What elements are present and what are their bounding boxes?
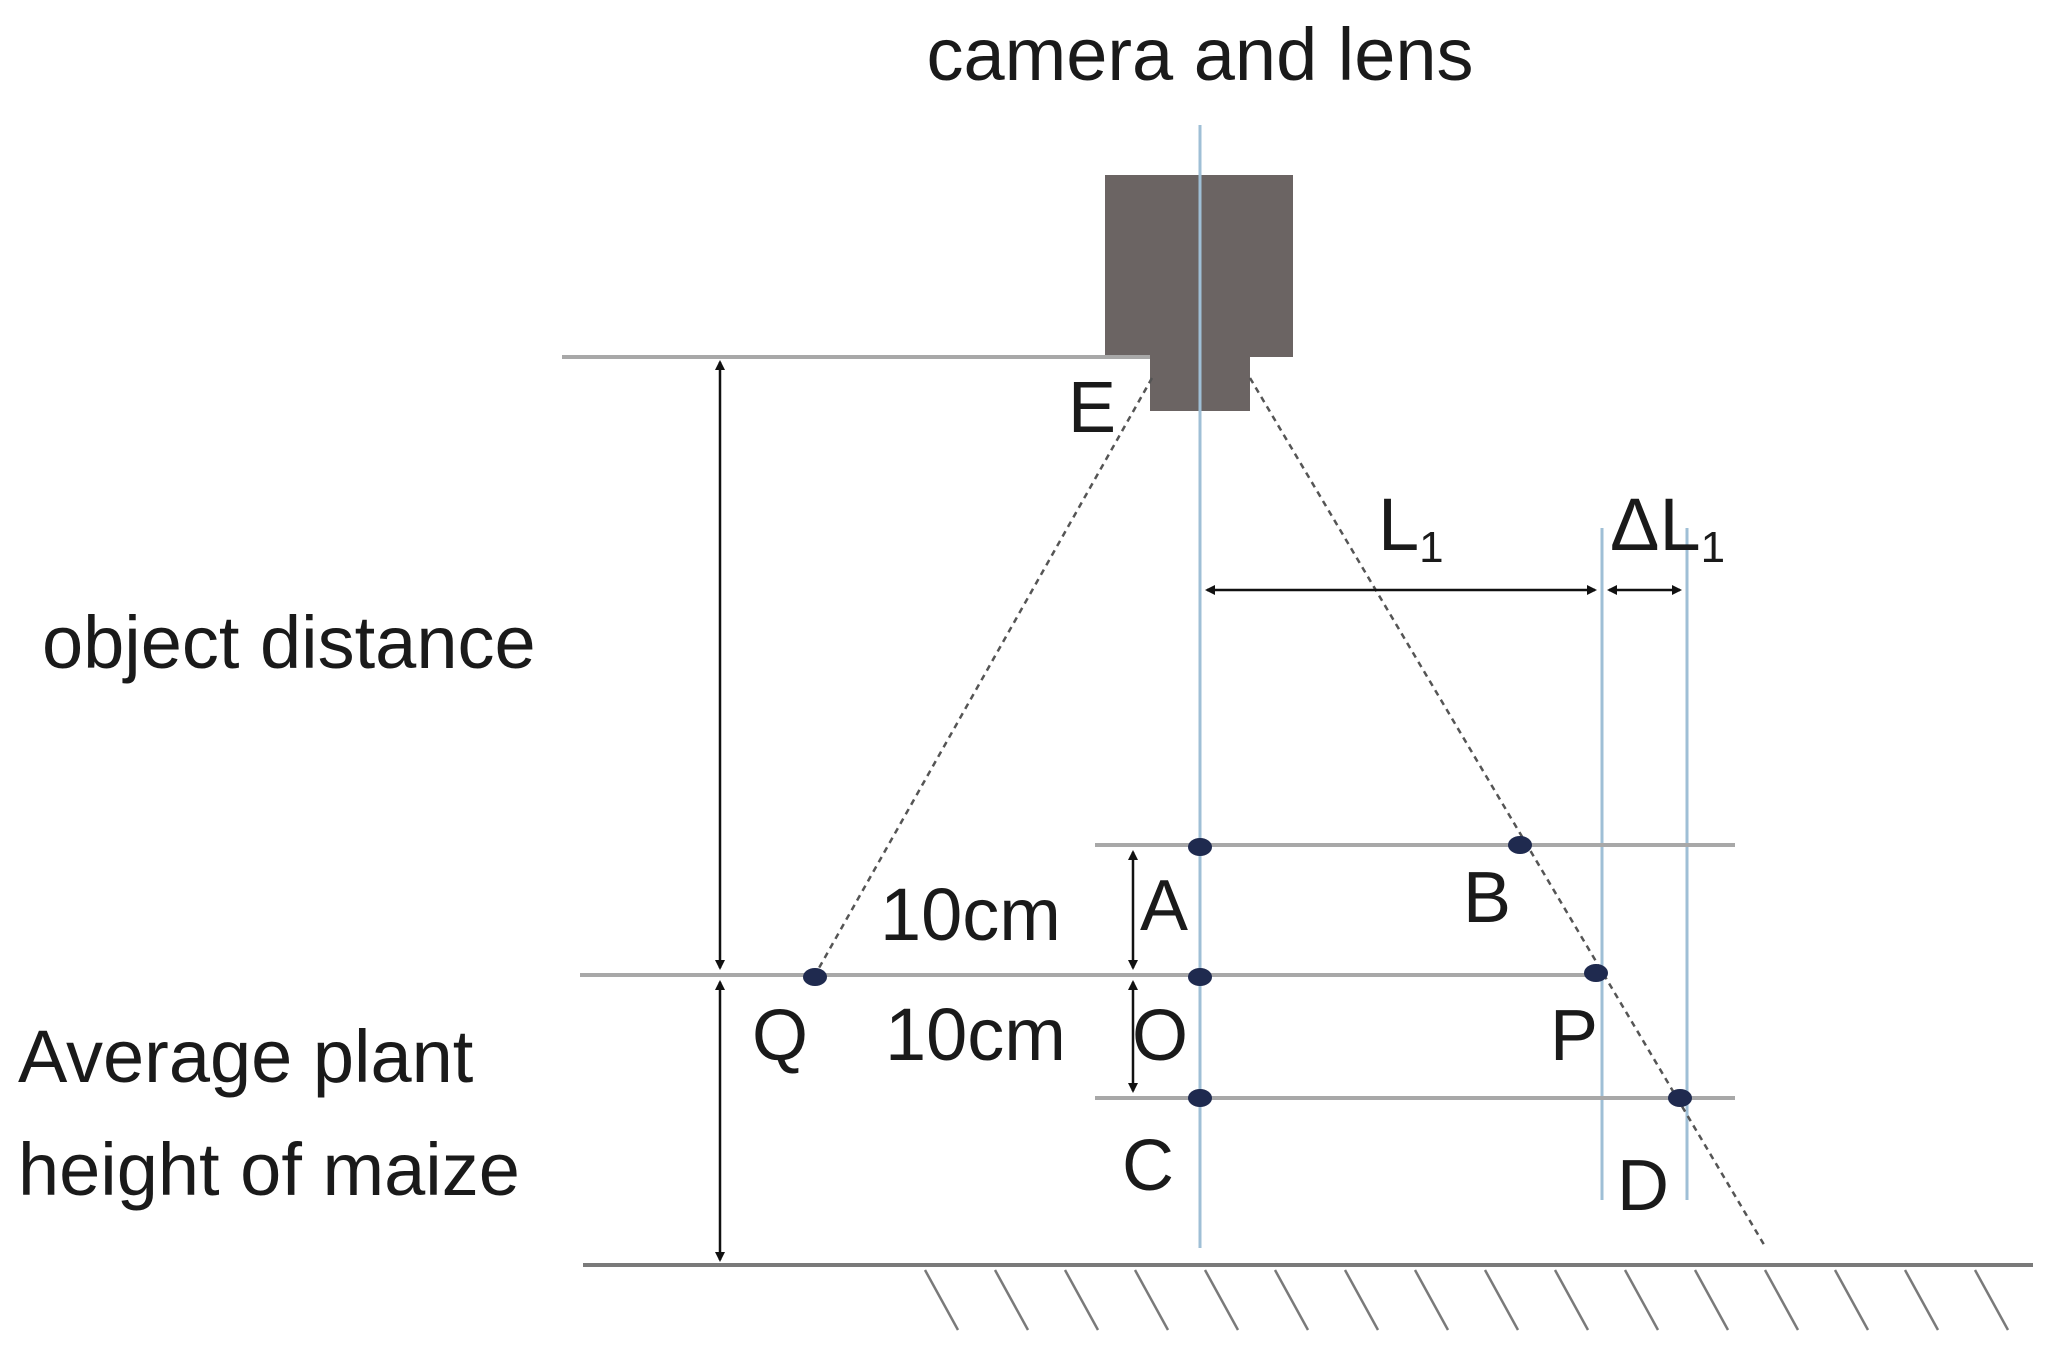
object-distance-label: object distance bbox=[42, 601, 536, 684]
plant-height-label-line1: Average plant bbox=[18, 1015, 474, 1098]
lower-10cm-label: 10cm bbox=[885, 993, 1066, 1076]
point-b bbox=[1508, 836, 1532, 854]
point-p bbox=[1584, 964, 1608, 982]
ground-hatching bbox=[923, 1269, 2010, 1331]
label-q: Q bbox=[752, 996, 808, 1076]
plant-height-label-line2: height of maize bbox=[18, 1128, 520, 1211]
point-o bbox=[1188, 968, 1212, 986]
label-e: E bbox=[1068, 368, 1116, 448]
label-b: B bbox=[1463, 858, 1511, 938]
label-c: C bbox=[1122, 1126, 1174, 1206]
camera-label: camera and lens bbox=[926, 13, 1473, 96]
fov-left-line bbox=[813, 377, 1154, 976]
delta-l1-label: ΔL1 bbox=[1610, 483, 1725, 572]
label-d: D bbox=[1617, 1146, 1669, 1226]
point-a bbox=[1188, 838, 1212, 856]
label-a: A bbox=[1140, 866, 1188, 946]
point-c bbox=[1188, 1089, 1212, 1107]
point-d bbox=[1668, 1089, 1692, 1107]
upper-10cm-label: 10cm bbox=[880, 873, 1061, 956]
points bbox=[803, 836, 1692, 1107]
fov-right-line bbox=[1248, 377, 1768, 1249]
label-p: P bbox=[1550, 996, 1598, 1076]
label-o: O bbox=[1132, 996, 1188, 1076]
point-q bbox=[803, 968, 827, 986]
l1-label: L1 bbox=[1378, 483, 1444, 572]
